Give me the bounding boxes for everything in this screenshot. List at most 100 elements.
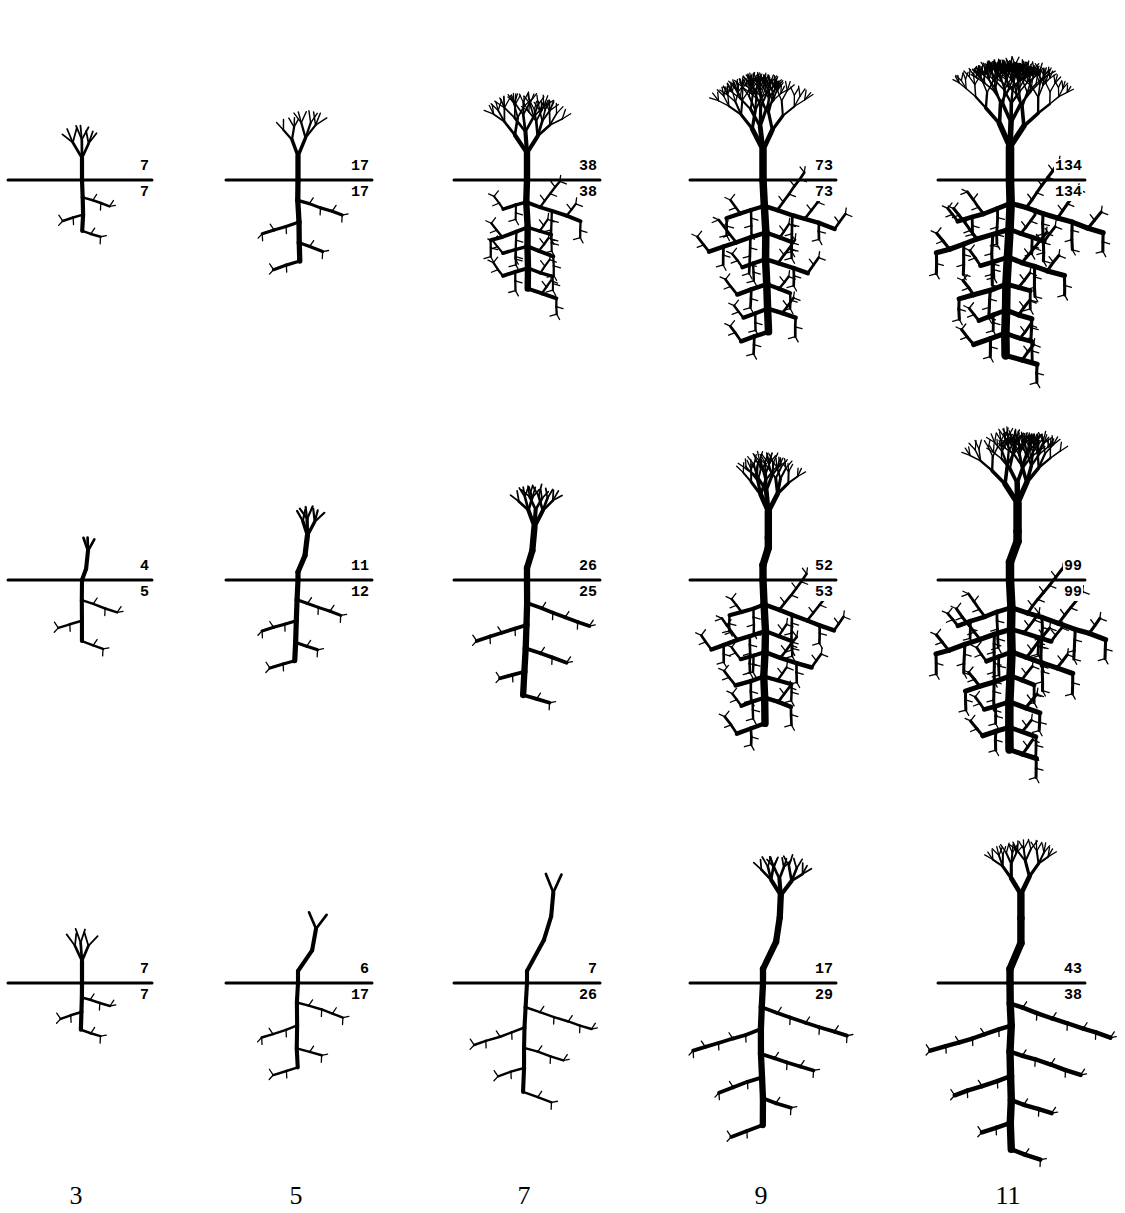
root-tip [1029, 267, 1031, 273]
root-tip [987, 278, 994, 280]
root-segment [491, 223, 497, 230]
shoot-branch [292, 127, 294, 139]
root-tip [1100, 618, 1107, 621]
shoot-branch [519, 94, 523, 102]
root-segment [811, 202, 817, 210]
shoot-branch [772, 116, 783, 130]
root-segment [963, 617, 970, 625]
root-tip [340, 615, 342, 622]
root-tip [550, 260, 557, 263]
root-segment [937, 233, 943, 241]
root-tip [789, 224, 796, 227]
root-tip [724, 662, 727, 667]
root-tip [1043, 261, 1046, 266]
root-tip [1030, 301, 1037, 304]
shoot-branch [307, 506, 313, 518]
shoot-branch [741, 115, 752, 129]
shoot-branch [89, 133, 97, 143]
root-tip [749, 273, 752, 278]
root-tip [1101, 206, 1103, 212]
shoot-branch [541, 102, 545, 110]
shoot-branch [542, 111, 550, 121]
root-segment [788, 298, 794, 306]
root-segment [813, 605, 819, 613]
root-tip [791, 234, 795, 240]
shoot-branch [745, 459, 746, 469]
root-segment [1103, 649, 1106, 659]
root-tip [751, 745, 754, 750]
root-segment [330, 611, 341, 615]
root-tip [819, 258, 826, 261]
root-segment [262, 627, 274, 631]
root-segment [820, 625, 834, 630]
root-tip [59, 221, 63, 225]
plant [692, 72, 852, 359]
root-segment [753, 625, 756, 634]
root-segment [528, 289, 542, 294]
shoot-branch [538, 101, 539, 110]
root-segment [499, 203, 503, 209]
root-tip [551, 281, 558, 284]
root-segment [503, 249, 516, 253]
root-segment [737, 729, 751, 734]
root-segment [579, 221, 582, 230]
root-tip [1030, 325, 1037, 328]
shoot-branch [1055, 81, 1058, 87]
root-segment [730, 200, 735, 208]
root-segment [493, 241, 497, 246]
root-segment [790, 715, 793, 725]
shoot-branch [524, 103, 529, 111]
root-segment [962, 330, 968, 337]
root-tip [1031, 209, 1035, 215]
root-tip [266, 662, 270, 668]
root-tip [101, 236, 107, 237]
stem-segment [298, 555, 305, 572]
root-segment [989, 347, 992, 357]
root-tip [795, 337, 798, 342]
shoot-branch [735, 80, 738, 89]
root-segment [553, 266, 555, 275]
shoot-branch [547, 489, 552, 498]
root-tip [488, 239, 493, 241]
root-tip [730, 194, 734, 200]
root-segment [800, 172, 804, 179]
root-tip [954, 203, 958, 209]
shoot-branch [67, 129, 73, 143]
shoot-branch [1024, 80, 1032, 87]
root-segment [524, 246, 531, 268]
root-segment [785, 595, 791, 603]
root-segment [730, 326, 735, 332]
shoot-branch [557, 107, 563, 114]
root-segment [58, 624, 69, 628]
root-segment [970, 251, 975, 258]
shoot-branch [530, 485, 533, 496]
shoot-branch [80, 126, 81, 140]
shoot-branch [80, 158, 84, 180]
root-segment [722, 255, 725, 265]
root-segment [1047, 271, 1064, 276]
root-tip [1037, 382, 1040, 387]
root-segment [1063, 285, 1066, 294]
root-tip [754, 281, 757, 286]
root-segment [1073, 640, 1077, 651]
shoot-branch [768, 80, 769, 89]
shoot-branch [301, 112, 306, 123]
shoot-branch [1020, 83, 1028, 92]
shoot-branch [782, 101, 783, 116]
root-segment [550, 243, 552, 251]
shoot-branch [986, 108, 1000, 124]
root-segment [1035, 373, 1038, 382]
root-segment [493, 263, 498, 270]
root-tip [845, 214, 852, 217]
root-tip [794, 286, 797, 291]
shoot-branch [1058, 81, 1061, 88]
root-segment [1053, 256, 1059, 263]
root-segment [790, 692, 793, 700]
root-tip [732, 688, 736, 694]
shoot-branch [504, 122, 514, 135]
shoot-branch [768, 494, 777, 512]
shoot-branch [766, 475, 772, 490]
root-segment [782, 313, 795, 318]
shoot-branch [777, 467, 781, 478]
root-segment [794, 327, 797, 337]
